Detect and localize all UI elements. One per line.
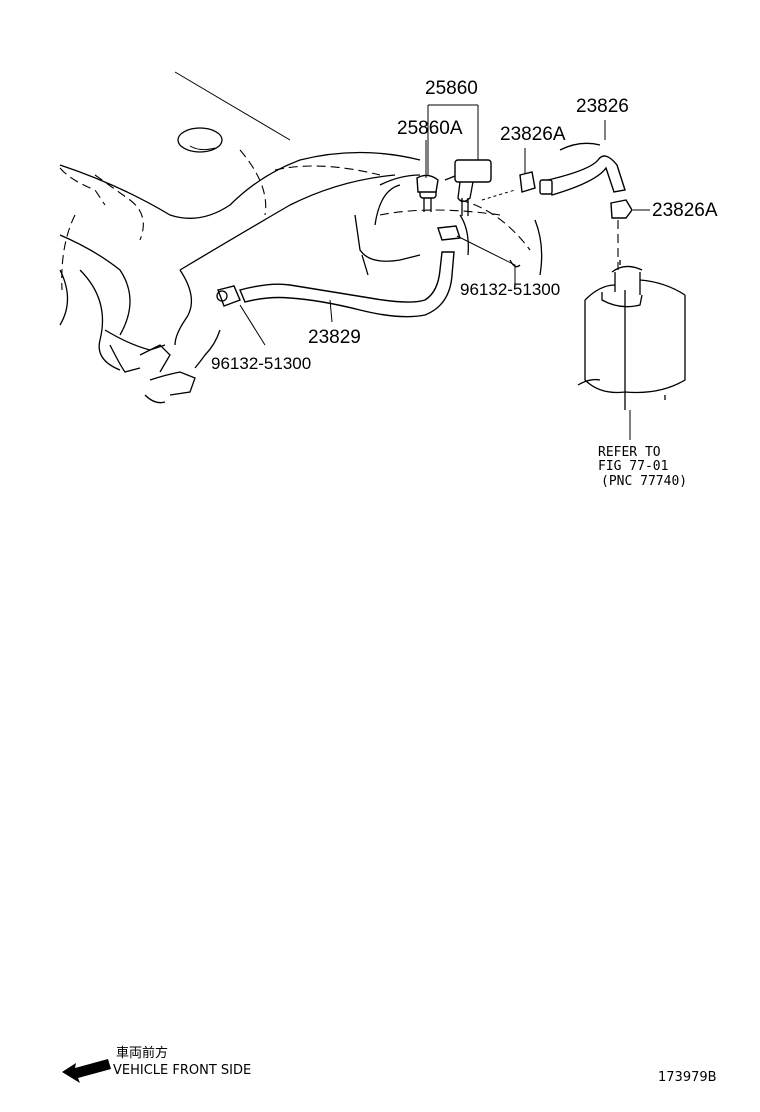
callout-23826a-left: 23826A — [500, 124, 566, 145]
reference-line-2: FIG 77-01 — [598, 459, 668, 474]
leader-lines — [239, 104, 650, 346]
vsv-valve — [416, 159, 492, 216]
vehicle-front-arrow-icon — [62, 1059, 111, 1083]
callout-23829: 23829 — [308, 327, 361, 348]
hose-23829 — [216, 225, 461, 318]
callout-25860: 25860 — [425, 78, 478, 99]
callout-25860a: 25860A — [397, 118, 463, 139]
callout-23826a-right: 23826A — [652, 200, 718, 221]
reference-line-1: REFER TO — [598, 445, 661, 460]
diagram-id: 173979B — [658, 1070, 717, 1085]
vehicle-front-en-label: VEHICLE FRONT SIDE — [113, 1063, 251, 1078]
callout-23826: 23826 — [576, 96, 629, 117]
callout-96132-right: 96132-51300 — [460, 280, 560, 299]
reference-line-3: (PNC 77740) — [601, 474, 687, 489]
callout-96132-left: 96132-51300 — [211, 354, 311, 373]
engine-outline — [59, 71, 543, 404]
vehicle-front-jp-label: 車両前方 — [116, 1045, 168, 1061]
clip-23826a-right — [610, 199, 633, 270]
charcoal-canister — [577, 260, 686, 440]
hose-23826 — [519, 142, 626, 196]
